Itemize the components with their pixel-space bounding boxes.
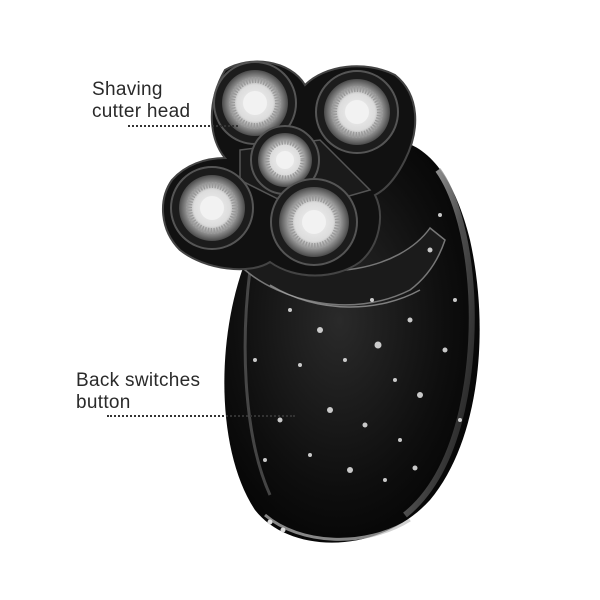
cutter-head-label: Shaving cutter head <box>92 79 190 123</box>
blade-top-right <box>315 70 399 154</box>
back-switch-label: Back switches button <box>76 370 200 414</box>
blade-top-left <box>213 61 297 145</box>
cutter-head-label-line1: Shaving <box>92 79 163 100</box>
blade-bottom-right <box>270 178 358 266</box>
cutter-head-leader-line <box>128 125 238 127</box>
back-switch-label-line2: button <box>76 392 131 413</box>
blade-bottom-left <box>170 166 254 250</box>
blade-center <box>250 125 320 195</box>
water-droplets <box>253 213 462 482</box>
cutter-head-label-line2: cutter head <box>92 101 191 122</box>
back-switch-leader-line <box>107 415 295 417</box>
back-switch-label-line1: Back switches <box>76 370 201 391</box>
